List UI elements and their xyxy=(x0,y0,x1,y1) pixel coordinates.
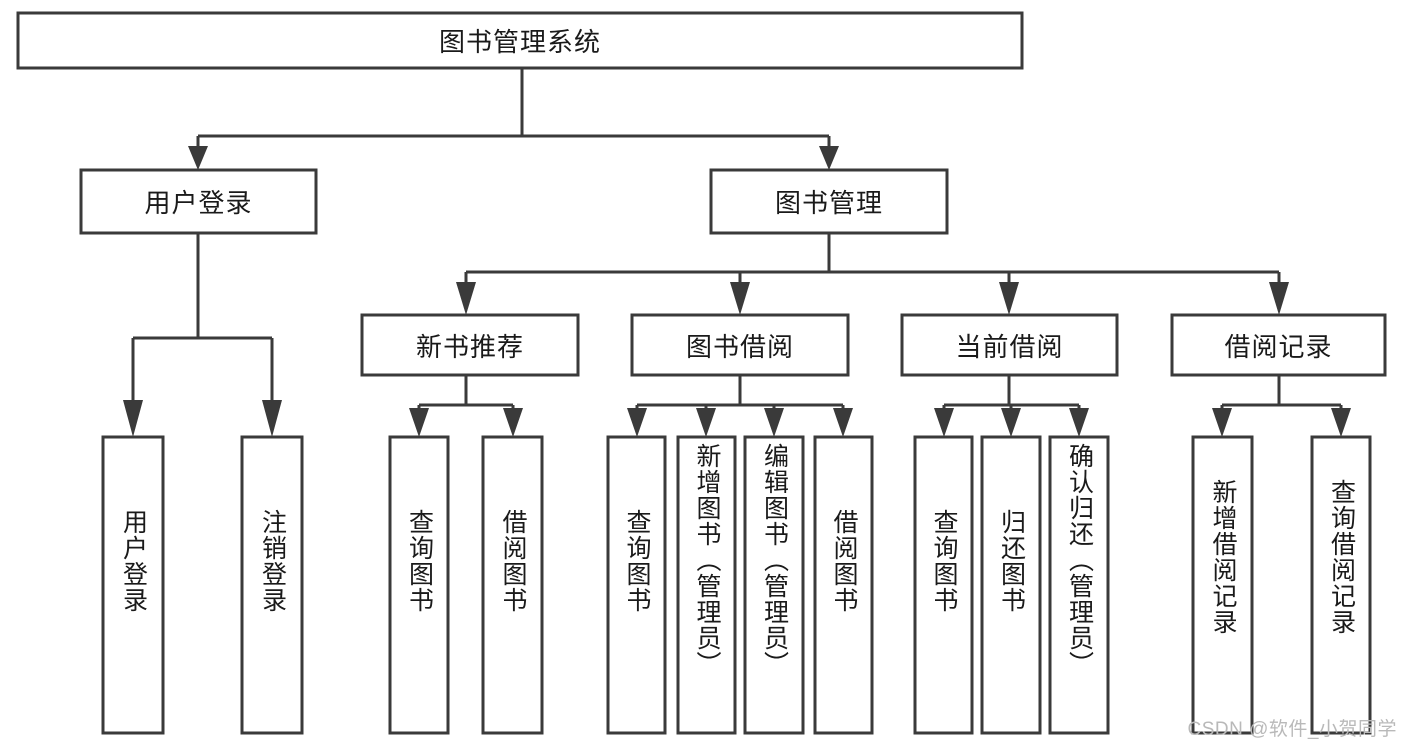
leaf-box-logout[interactable] xyxy=(240,435,304,735)
arrow-borrow-leaf-3 xyxy=(764,408,784,437)
arrow-book-mgmt-to-new-book xyxy=(456,282,476,315)
arrow-current-leaf-2 xyxy=(1001,408,1021,437)
node-box-root[interactable] xyxy=(16,11,1024,70)
arrow-record-leaf-1 xyxy=(1212,408,1232,437)
arrow-borrow-leaf-2 xyxy=(696,408,716,437)
arrow-root-to-user-login xyxy=(188,146,208,170)
arrow-new-book-leaf-1 xyxy=(409,408,429,437)
arrow-user-login-leaf-2 xyxy=(262,400,282,437)
leaf-box-query-book-2[interactable] xyxy=(606,435,667,735)
arrow-book-mgmt-to-record xyxy=(1269,282,1289,315)
leaf-box-query-book-1[interactable] xyxy=(388,435,450,735)
connectors xyxy=(123,68,1351,437)
leaf-box-return-book[interactable] xyxy=(980,435,1042,735)
arrow-new-book-leaf-2 xyxy=(503,408,523,437)
arrow-book-mgmt-to-current xyxy=(999,282,1019,315)
leaf-box-confirm-return[interactable] xyxy=(1048,435,1110,735)
arrow-user-login-leaf-1 xyxy=(123,400,143,437)
node-box-borrow[interactable] xyxy=(630,313,850,377)
arrow-root-to-book-mgmt xyxy=(819,146,839,170)
node-box-book-mgmt[interactable] xyxy=(709,168,949,235)
arrow-current-leaf-1 xyxy=(934,408,954,437)
node-box-current[interactable] xyxy=(900,313,1119,377)
leaf-box-edit-book[interactable] xyxy=(743,435,805,735)
arrow-borrow-leaf-4 xyxy=(833,408,853,437)
leaf-box-user-login[interactable] xyxy=(101,435,165,735)
arrow-current-leaf-3 xyxy=(1069,408,1089,437)
csdn-watermark: CSDN @软件_小贺同学 xyxy=(1187,719,1397,740)
leaf-box-borrow-book-1[interactable] xyxy=(481,435,544,735)
node-box-record[interactable] xyxy=(1170,313,1387,377)
leaf-box-query-record[interactable] xyxy=(1310,435,1372,735)
node-box-new-book[interactable] xyxy=(360,313,580,377)
arrow-book-mgmt-to-borrow xyxy=(730,282,750,315)
arrow-borrow-leaf-1 xyxy=(627,408,647,437)
node-box-user-login[interactable] xyxy=(79,168,318,235)
leaf-box-add-book[interactable] xyxy=(676,435,737,735)
leaf-box-borrow-book-2[interactable] xyxy=(813,435,874,735)
leaf-box-query-book-3[interactable] xyxy=(913,435,974,735)
node-boxes xyxy=(16,11,1387,735)
leaf-box-add-record[interactable] xyxy=(1191,435,1254,735)
arrow-record-leaf-2 xyxy=(1331,408,1351,437)
